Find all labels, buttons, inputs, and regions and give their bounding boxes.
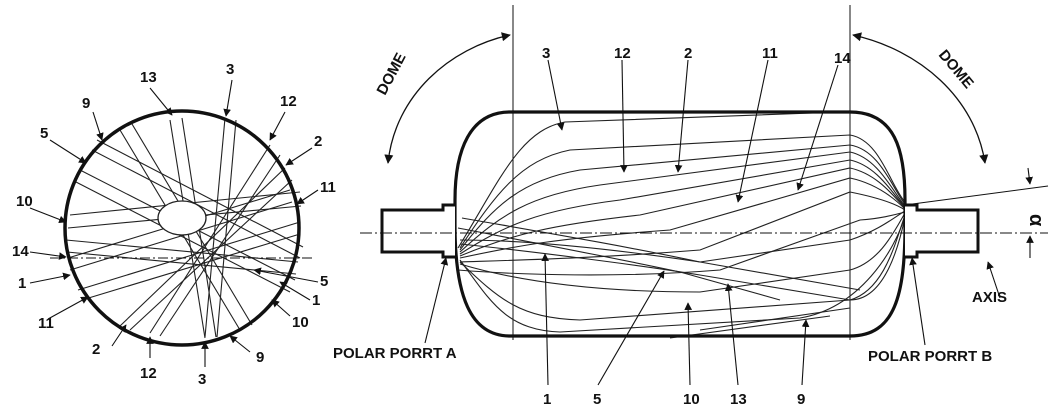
dome-right-arrow bbox=[852, 32, 989, 164]
dome-left-arrow bbox=[384, 32, 511, 164]
cross-section-circle bbox=[63, 109, 301, 347]
winding-angle-line bbox=[904, 185, 1049, 206]
cross-section-label-2: 9 bbox=[82, 95, 90, 112]
side-top-label-0: 3 bbox=[542, 45, 550, 62]
cross-section-label-3: 12 bbox=[280, 93, 297, 110]
cross-section-label-1: 3 bbox=[226, 61, 234, 78]
cross-section-label-9: 1 bbox=[18, 275, 26, 292]
cross-section-arrows bbox=[29, 79, 319, 367]
polar-boss-a bbox=[380, 203, 455, 259]
winding-paths bbox=[457, 111, 906, 339]
side-view-arrows bbox=[424, 59, 1001, 386]
winding-angle-symbol: α bbox=[1025, 214, 1047, 227]
cross-section-label-16: 3 bbox=[198, 371, 206, 388]
side-top-label-2: 2 bbox=[684, 45, 692, 62]
cross-section-label-17: 9 bbox=[256, 349, 264, 366]
cross-section-label-8: 14 bbox=[12, 243, 29, 260]
side-bottom-label-3: 13 bbox=[730, 391, 747, 408]
cross-section-label-12: 11 bbox=[38, 315, 54, 332]
cross-section-label-7: 10 bbox=[16, 193, 33, 210]
cross-section-label-0: 13 bbox=[140, 69, 157, 86]
polar-boss-b bbox=[905, 203, 980, 259]
axis-label: AXIS bbox=[972, 289, 1007, 306]
polar-port-b-label: POLAR PORRT B bbox=[868, 348, 992, 365]
angle-arrows bbox=[1025, 167, 1034, 258]
side-top-label-4: 14 bbox=[834, 50, 851, 67]
side-bottom-label-0: 1 bbox=[543, 391, 551, 408]
polar-port-a-label: POLAR PORRT A bbox=[333, 345, 457, 362]
center-opening bbox=[157, 200, 207, 236]
side-view-labels: 3 12 2 11 14 1 5 10 13 9 bbox=[542, 45, 851, 408]
side-top-label-1: 12 bbox=[614, 45, 631, 62]
side-bottom-label-1: 5 bbox=[593, 391, 601, 408]
dome-right-label: DOME bbox=[935, 47, 977, 92]
cross-section-label-14: 2 bbox=[92, 341, 100, 358]
dome-left-label: DOME bbox=[374, 50, 410, 98]
cross-section-label-11: 1 bbox=[312, 292, 320, 309]
cross-section-label-6: 11 bbox=[320, 179, 336, 196]
side-top-label-3: 11 bbox=[762, 45, 778, 62]
cross-section-label-5: 2 bbox=[314, 133, 322, 150]
cross-section-label-13: 10 bbox=[292, 314, 309, 331]
cross-section-label-10: 5 bbox=[320, 273, 328, 290]
side-bottom-label-2: 10 bbox=[683, 391, 700, 408]
cross-section-label-15: 12 bbox=[140, 365, 157, 382]
side-bottom-label-4: 9 bbox=[797, 391, 805, 408]
cross-section-label-4: 5 bbox=[40, 125, 48, 142]
cross-section-bands bbox=[65, 117, 304, 339]
